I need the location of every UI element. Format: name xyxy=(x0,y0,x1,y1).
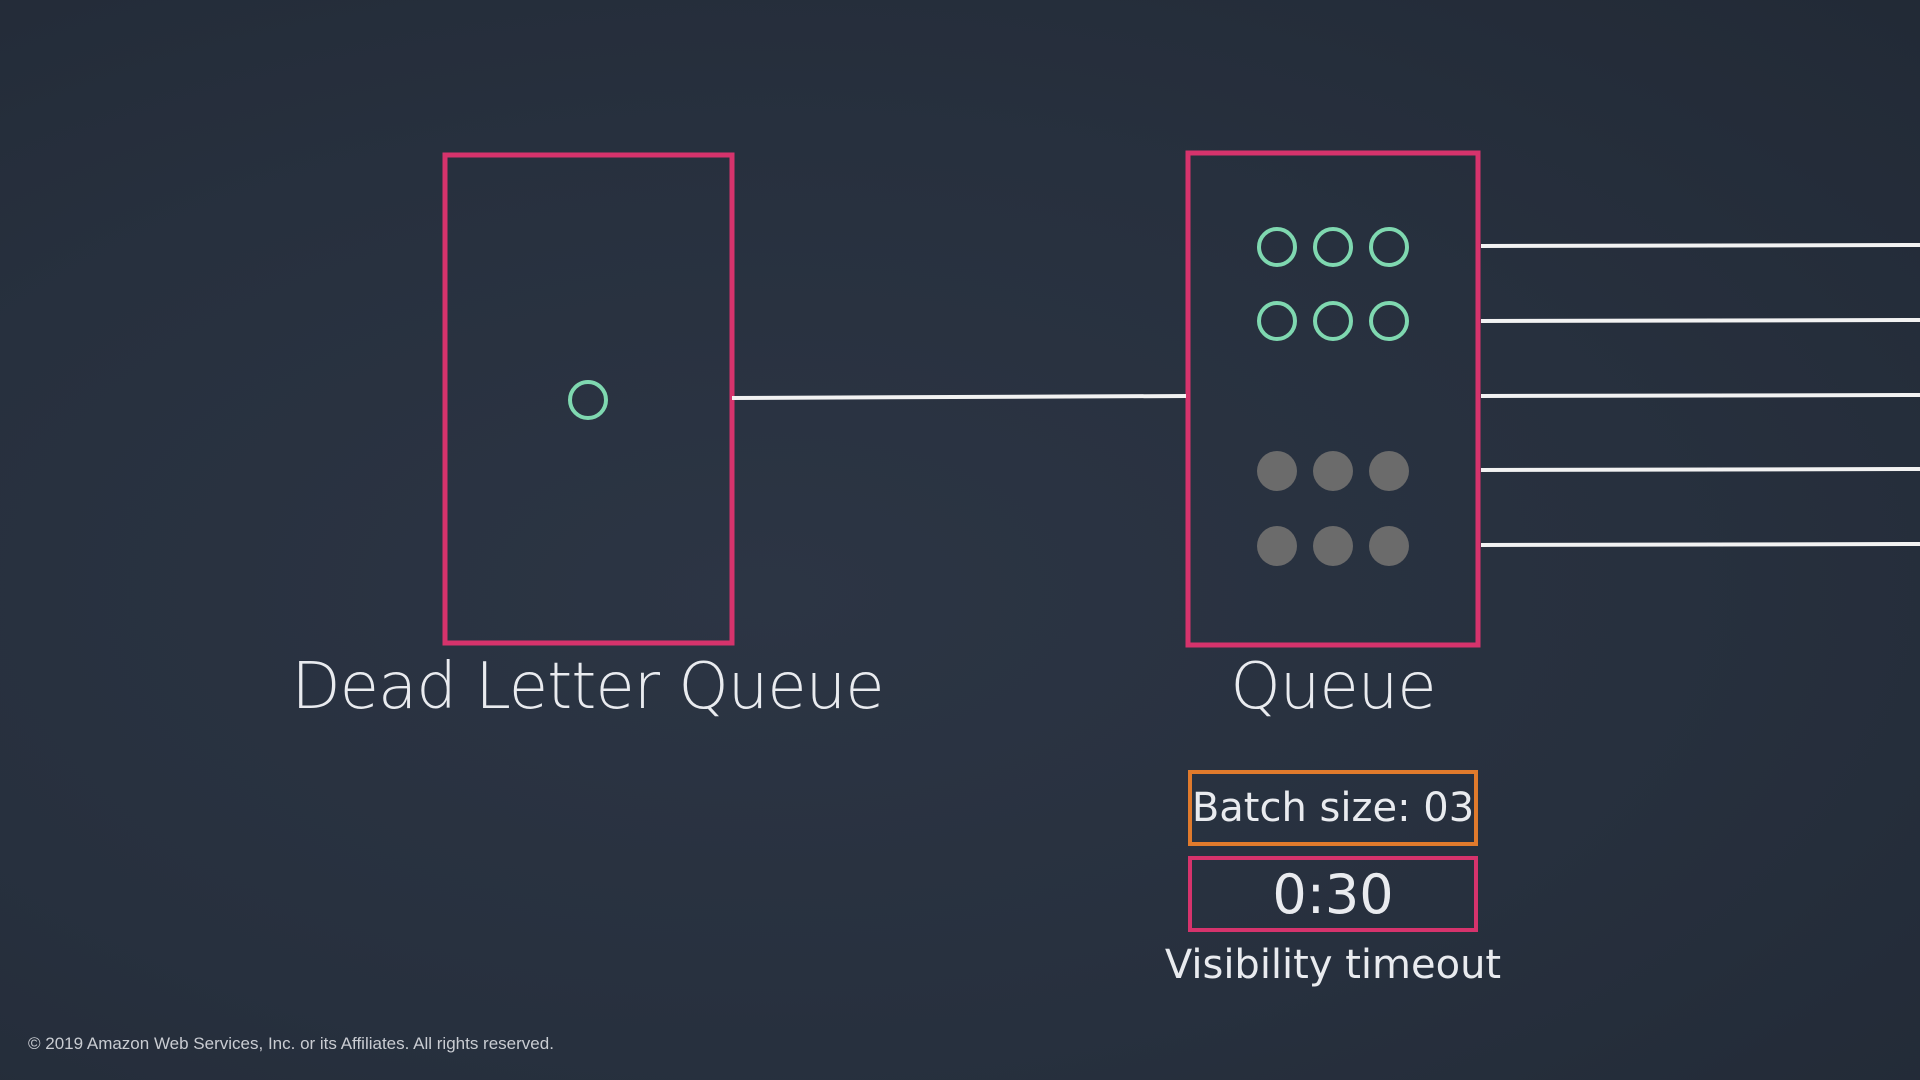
consumer-line xyxy=(1480,393,1920,398)
visibility-timeout-label: Visibility timeout xyxy=(1164,942,1502,988)
dead-letter-queue-label: Dead Letter Queue xyxy=(291,650,884,724)
visibility-timeout-box: 0:30 xyxy=(1188,856,1478,932)
consumer-line xyxy=(1480,467,1920,472)
dlq-connector-line xyxy=(731,394,1187,400)
message-pending-icon xyxy=(1313,301,1353,341)
message-inflight-icon xyxy=(1313,451,1353,491)
batch-size-text: Batch size: 03 xyxy=(1191,785,1475,831)
consumer-lines-group xyxy=(1480,243,1920,547)
message-inflight-icon xyxy=(1257,451,1297,491)
consumer-line xyxy=(1480,542,1920,547)
message-inflight-icon xyxy=(1369,526,1409,566)
dead-letter-queue-box xyxy=(442,152,735,646)
visibility-timeout-value: 0:30 xyxy=(1272,862,1394,926)
message-pending-icon xyxy=(1313,227,1353,267)
queue-messages-group xyxy=(1257,227,1409,566)
message-pending-icon xyxy=(1257,301,1297,341)
copyright-notice: © 2019 Amazon Web Services, Inc. or its … xyxy=(28,1034,554,1053)
queue-label: Queue xyxy=(1230,650,1436,724)
dlq-messages-group xyxy=(568,380,608,420)
message-inflight-icon xyxy=(1313,526,1353,566)
batch-size-box: Batch size: 03 xyxy=(1188,770,1478,846)
consumer-line xyxy=(1480,243,1920,248)
message-pending-icon xyxy=(568,380,608,420)
message-pending-icon xyxy=(1369,227,1409,267)
message-pending-icon xyxy=(1369,301,1409,341)
message-inflight-icon xyxy=(1369,451,1409,491)
consumer-line xyxy=(1480,318,1920,323)
queue-box xyxy=(1185,150,1481,648)
message-pending-icon xyxy=(1257,227,1297,267)
message-inflight-icon xyxy=(1257,526,1297,566)
